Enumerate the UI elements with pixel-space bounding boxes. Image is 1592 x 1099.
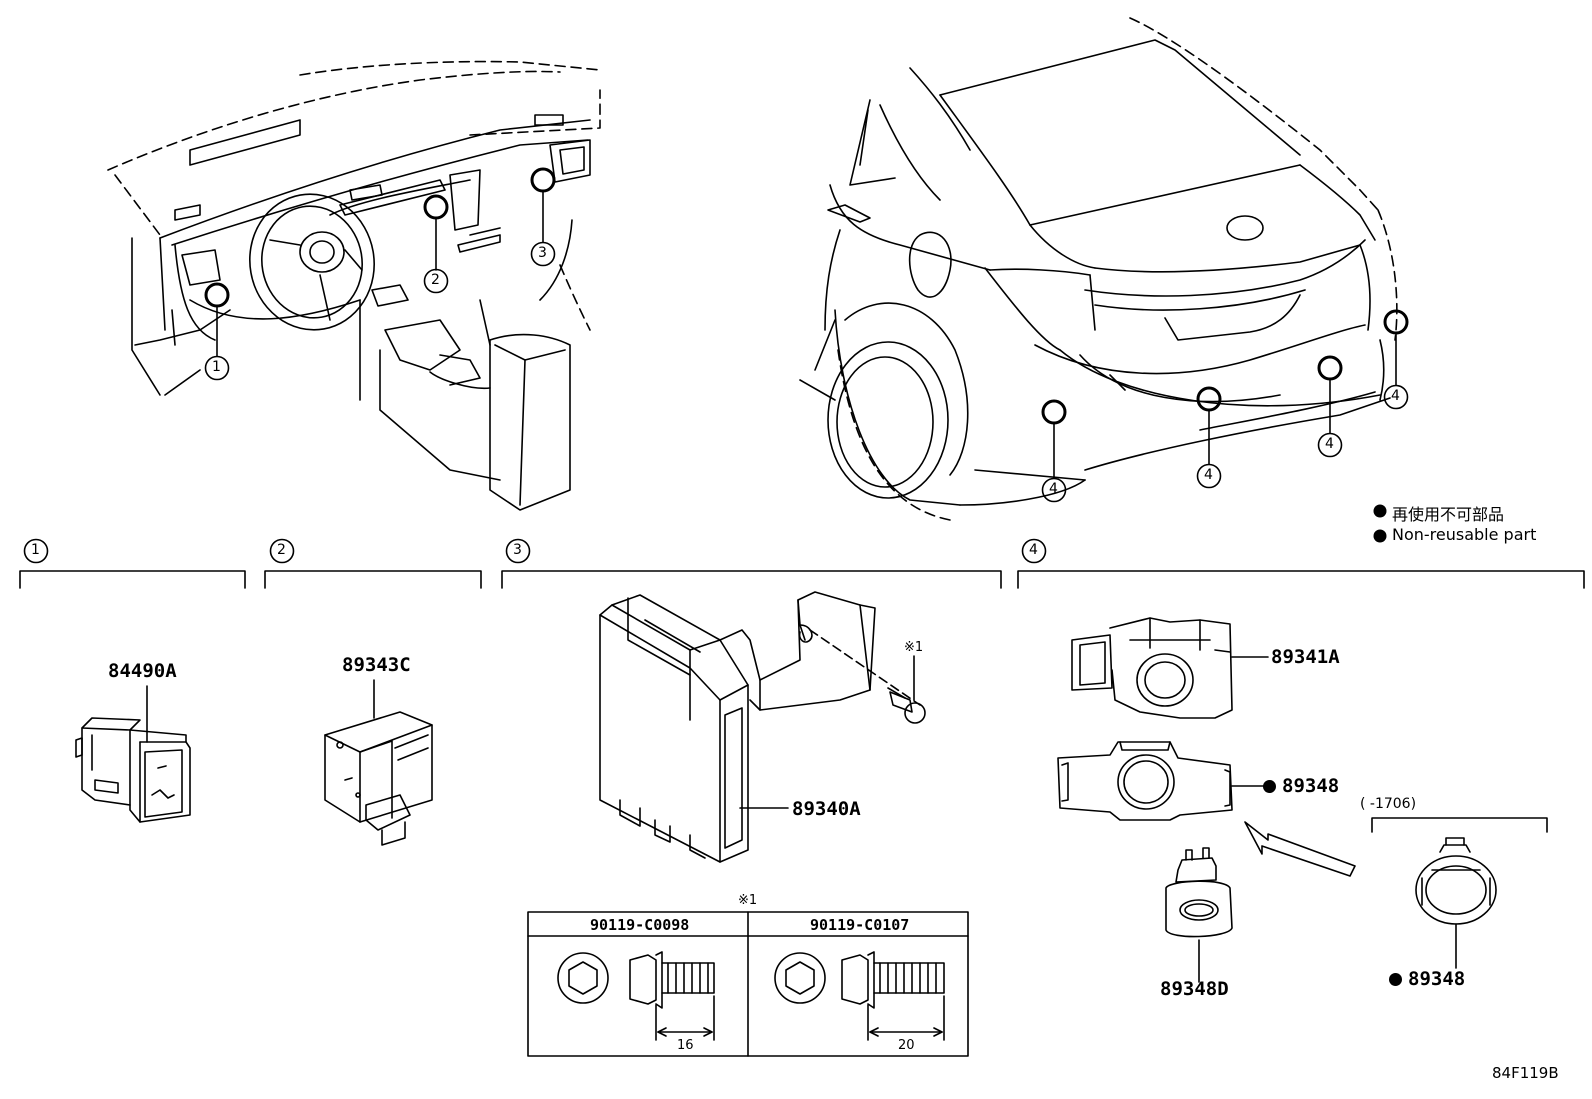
part-number-89348-bezel-text: 89348 — [1408, 968, 1466, 990]
part-number-89341A: 89341A — [1271, 646, 1340, 668]
bolt-length-16: 16 — [677, 1038, 694, 1053]
callout-2-label: 2 — [431, 272, 440, 288]
car-rear-illustration — [799, 17, 1398, 521]
section-1-label: 1 — [31, 542, 40, 558]
switch-84490A-drawing — [75, 685, 191, 823]
callout-4a-label: 4 — [1049, 481, 1058, 497]
section-4-label: 4 — [1029, 542, 1038, 558]
sensor-cover-89348D-drawing — [1165, 847, 1233, 983]
part-number-89343C: 89343C — [342, 654, 411, 676]
ecu-89340A-drawing — [599, 591, 926, 863]
retainer-89348-drawing — [1057, 741, 1271, 821]
legend-non-reusable-en: Non-reusable part — [1392, 525, 1537, 544]
bolt-table-mark: ※1 — [738, 893, 758, 908]
callout-4b-label: 4 — [1204, 467, 1213, 483]
bolt-reference-mark: ※1 — [904, 640, 924, 655]
figure-code: 84F119B — [1492, 1064, 1559, 1082]
sensor-89341A-drawing — [1071, 617, 1269, 719]
dashboard-illustration — [107, 60, 601, 511]
part-number-89348D: 89348D — [1160, 978, 1229, 1000]
range-bracket — [1371, 817, 1548, 833]
rear-sensor-leaders — [1041, 332, 1409, 503]
section-3-label: 3 — [513, 542, 522, 558]
part-number-89348-bezel: 89348 — [1389, 968, 1465, 990]
production-date-range: ( -1706) — [1360, 796, 1417, 812]
part-number-89348-retainer-text: 89348 — [1282, 775, 1340, 797]
bolt-length-20: 20 — [898, 1038, 915, 1053]
callout-4c-label: 4 — [1325, 436, 1334, 452]
part-number-89348-retainer: 89348 — [1263, 775, 1339, 797]
dashboard-callout-leaders — [204, 190, 556, 381]
bolt-table — [527, 911, 969, 1057]
dashboard-callout-markers — [204, 167, 556, 308]
bolt-table-col2-part: 90119-C0107 — [810, 916, 910, 934]
section-brackets — [19, 538, 1585, 589]
part-number-89340A: 89340A — [792, 798, 861, 820]
callout-4d-label: 4 — [1391, 388, 1400, 404]
callout-3-label: 3 — [538, 245, 547, 261]
relay-89343C-drawing — [324, 679, 433, 846]
non-reusable-dot-icon — [1263, 780, 1276, 793]
bolt-table-col1-part: 90119-C0098 — [590, 916, 690, 934]
bezel-89348-drawing — [1415, 837, 1497, 969]
part-number-84490A: 84490A — [108, 660, 177, 682]
non-reusable-dot-icon — [1389, 973, 1402, 986]
insert-arrow — [1244, 821, 1356, 877]
section-2-label: 2 — [277, 542, 286, 558]
callout-1-label: 1 — [212, 359, 221, 375]
legend-non-reusable-jp: 再使用不可部品 — [1392, 505, 1505, 524]
